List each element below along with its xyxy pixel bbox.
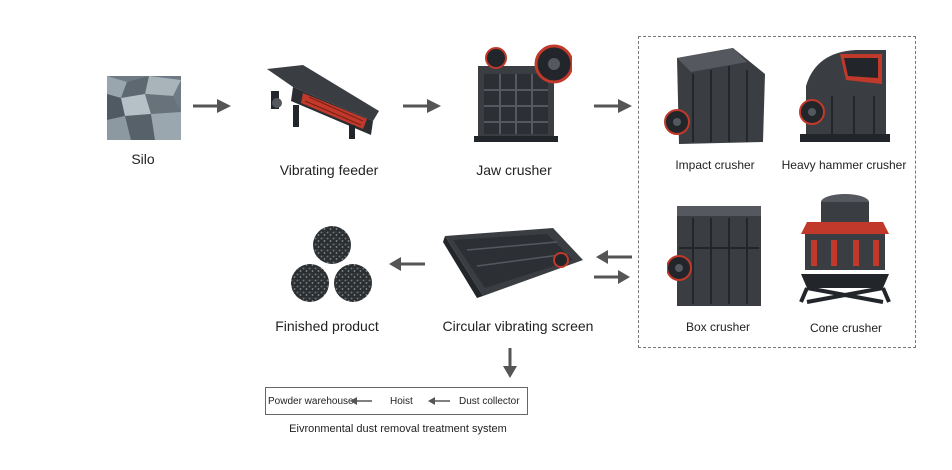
jaw-crusher-image [474, 44, 572, 142]
vibrating-feeder-label: Vibrating feeder [279, 162, 379, 178]
impact-crusher-label: Impact crusher [675, 158, 755, 172]
circular-vibrating-screen-image [443, 228, 583, 298]
arrow-left-icon [596, 250, 632, 264]
dust-system-caption: Eivronmental dust removal treatment syst… [289, 423, 507, 435]
arrow-left-icon [350, 397, 372, 405]
heavy-hammer-crusher-label: Heavy hammer crusher [781, 158, 907, 172]
cone-crusher-image [799, 194, 891, 304]
finished-product-image [291, 226, 372, 302]
box-crusher-label: Box crusher [685, 320, 751, 334]
silo-image [107, 76, 181, 140]
silo-label: Silo [131, 151, 155, 167]
arrow-left-icon [389, 257, 425, 271]
impact-crusher-image [664, 48, 765, 144]
arrow-right-icon [193, 99, 231, 113]
arrow-left-icon [428, 397, 450, 405]
jaw-crusher-label: Jaw crusher [476, 162, 552, 178]
circular-vibrating-screen-label: Circular vibrating screen [442, 318, 594, 334]
crusher-options-group [638, 36, 916, 348]
arrow-down-icon [503, 348, 517, 378]
finished-product-label: Finished product [275, 318, 379, 334]
dust-removal-system-box [265, 387, 528, 415]
arrow-right-icon [594, 99, 632, 113]
dust-collector-label: Dust collector [459, 396, 520, 407]
box-crusher-image [667, 206, 761, 306]
hoist-label: Hoist [390, 396, 413, 407]
vibrating-feeder-image [267, 65, 379, 139]
arrow-right-icon [594, 270, 630, 284]
arrow-right-icon [403, 99, 441, 113]
powder-warehouse-label: Powder warehouse [268, 396, 354, 407]
heavy-hammer-crusher-image [799, 50, 890, 142]
cone-crusher-label: Cone crusher [809, 321, 883, 335]
